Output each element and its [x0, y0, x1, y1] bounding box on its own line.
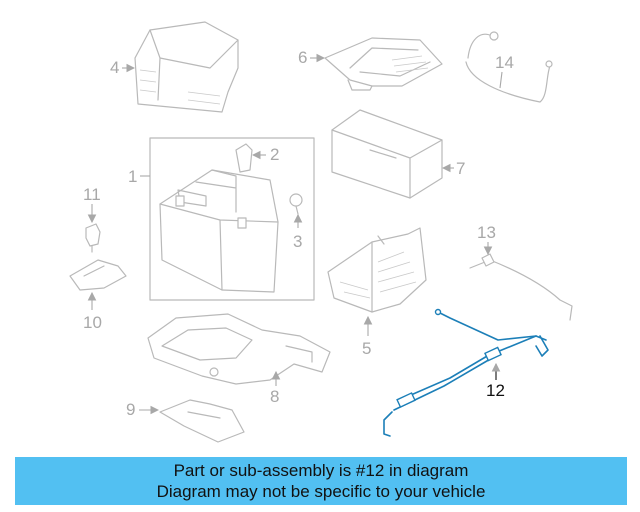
- callout-13: 13: [477, 223, 496, 256]
- part-12-wiring-harness: [383, 308, 549, 437]
- part-2-terminal-cap: [235, 143, 253, 173]
- callout-6: 6: [298, 48, 326, 67]
- info-banner: Part or sub-assembly is #12 in diagram D…: [15, 457, 627, 505]
- part-3-vent-plug: [289, 193, 303, 215]
- callout-12: 12: [486, 362, 505, 400]
- svg-text:12: 12: [486, 381, 505, 400]
- callout-11: 11: [83, 185, 101, 224]
- callout-4: 4: [110, 58, 136, 77]
- svg-text:4: 4: [110, 58, 119, 77]
- part-4-battery-cover: [134, 21, 239, 113]
- svg-text:13: 13: [477, 223, 496, 242]
- svg-text:6: 6: [298, 48, 307, 67]
- callout-2: 2: [251, 145, 279, 164]
- battery-group-frame: [149, 137, 315, 301]
- svg-text:1: 1: [128, 167, 137, 186]
- parts-diagram: 4 6 14 1 2: [69, 21, 573, 443]
- part-14-ground-cable: [465, 31, 553, 103]
- svg-text:5: 5: [362, 339, 371, 358]
- callout-7: 7: [441, 159, 465, 178]
- callout-9: 9: [126, 400, 160, 419]
- part-10-bracket: [69, 259, 127, 291]
- banner-line-1: Part or sub-assembly is #12 in diagram: [173, 461, 469, 480]
- callout-5: 5: [362, 315, 373, 358]
- banner-line-2: Diagram may not be specific to your vehi…: [156, 482, 486, 501]
- svg-text:9: 9: [126, 400, 135, 419]
- callout-10: 10: [83, 291, 102, 332]
- callout-8: 8: [270, 370, 281, 406]
- svg-text:3: 3: [293, 232, 302, 251]
- svg-text:14: 14: [495, 53, 514, 72]
- svg-text:2: 2: [270, 145, 279, 164]
- part-9-lower-bracket: [159, 399, 245, 443]
- part-1-battery: [159, 169, 279, 293]
- svg-text:8: 8: [270, 387, 279, 406]
- callout-14: 14: [495, 53, 514, 89]
- part-11-bolt: [85, 223, 101, 253]
- svg-text:11: 11: [83, 185, 101, 204]
- callout-3: 3: [293, 213, 302, 251]
- svg-text:7: 7: [456, 159, 465, 178]
- part-6-top-cover: [324, 37, 443, 91]
- part-5-battery-holder: [327, 227, 427, 313]
- callout-1: 1: [128, 167, 150, 186]
- part-8-battery-tray: [147, 313, 331, 385]
- svg-text:10: 10: [83, 313, 102, 332]
- part-7-insulation-box: [331, 109, 443, 199]
- part-13-battery-cable: [469, 253, 573, 321]
